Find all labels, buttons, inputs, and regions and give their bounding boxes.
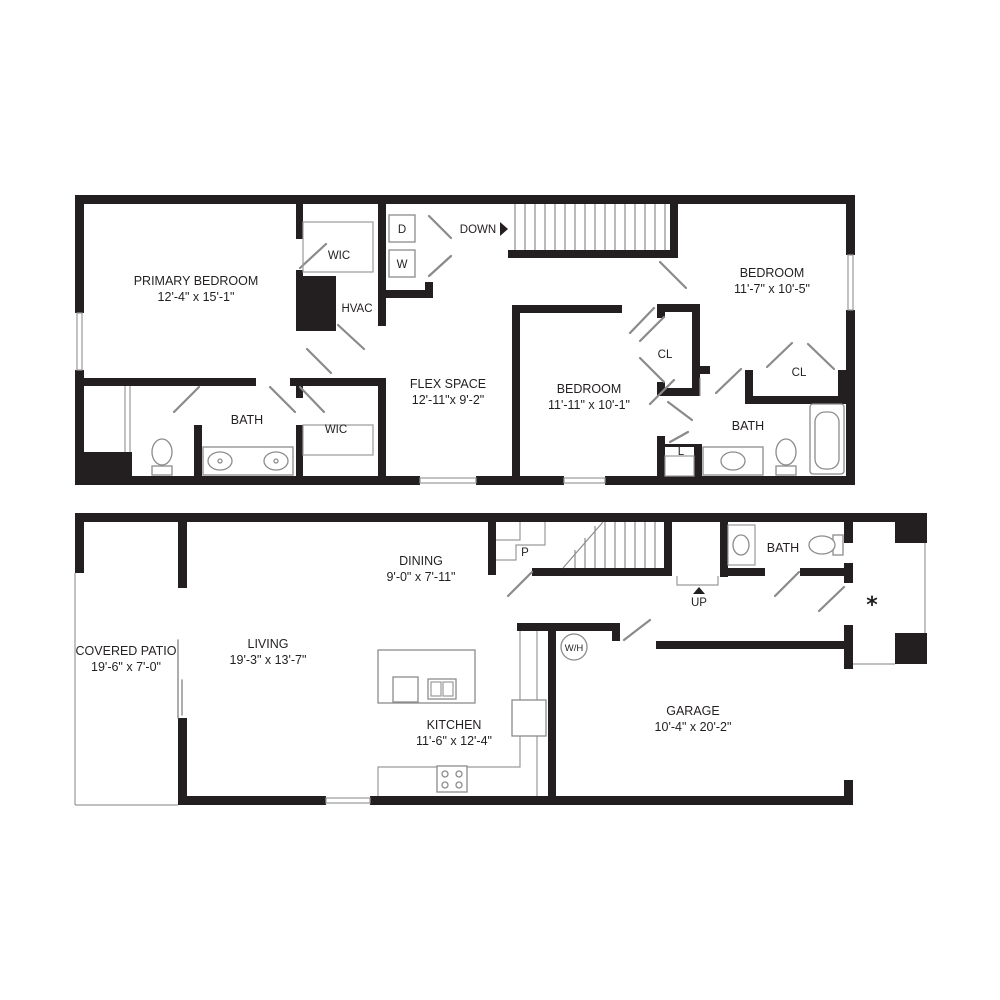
- hvac-label: HVAC: [341, 303, 372, 315]
- pantry-label: P: [521, 547, 529, 559]
- toilet-right-bath: [775, 438, 797, 476]
- water-heater-label: W/H: [565, 643, 584, 654]
- garage-label: GARAGE: [666, 704, 720, 718]
- linen-label: L: [678, 446, 685, 458]
- upper-exterior-walls: [75, 195, 855, 485]
- upper-doors: [172, 214, 836, 444]
- dryer: [388, 214, 416, 243]
- covered-patio-label: COVERED PATIO: [76, 644, 177, 658]
- upper-windows: [76, 254, 854, 484]
- living-label: LIVING: [248, 637, 289, 651]
- bedroom-center-label: BEDROOM: [557, 382, 622, 396]
- wic-upper-label: WIC: [328, 250, 350, 262]
- lower-doors: [177, 570, 846, 719]
- washer-label: W: [397, 259, 408, 271]
- dryer-label: D: [398, 224, 406, 236]
- dining-dims: 9'-0" x 7'-11": [386, 570, 455, 584]
- dining-label: DINING: [399, 554, 443, 568]
- lower-floor: COVERED PATIO 19'-6" x 7'-0" LIVING 19'-…: [74, 513, 927, 806]
- bedroom-center-dims: 11'-11" x 10'-1": [548, 398, 630, 412]
- kitchen-label: KITCHEN: [427, 718, 482, 732]
- cooktop: [436, 765, 468, 793]
- water-heater: [560, 633, 588, 661]
- closet-center-label: CL: [658, 349, 673, 361]
- down-arrow-icon: [500, 222, 508, 236]
- lower-fixtures: [377, 522, 844, 796]
- covered-patio-dims: 19'-6" x 7'-0": [91, 660, 161, 674]
- lower-windows: [74, 543, 926, 806]
- lower-exterior-walls: [75, 513, 927, 805]
- toilet-primary-bath: [151, 438, 173, 476]
- lower-stairs: [562, 521, 719, 594]
- kitchen-dims: 11'-6" x 12'-4": [416, 734, 492, 748]
- closet-right-label: CL: [792, 367, 807, 379]
- wic-lower-label: WIC: [325, 424, 347, 436]
- garage-dims: 10'-4" x 20'-2": [655, 720, 732, 734]
- refrigerator: [511, 699, 547, 737]
- entry-mark: *: [866, 593, 878, 618]
- living-dims: 19'-3" x 13'-7": [230, 653, 307, 667]
- bedroom-right-dims: 11'-7" x 10'-5": [734, 282, 810, 296]
- washer: [388, 249, 416, 278]
- upper-interior-walls: [84, 204, 846, 480]
- upper-stairs: [500, 204, 666, 250]
- lower-bath-label: BATH: [767, 541, 799, 555]
- right-bath-label: BATH: [732, 419, 764, 433]
- lower-interior-walls: [488, 522, 853, 803]
- flex-space-dims: 12'-11"x 9'-2": [412, 393, 484, 407]
- up-label: UP: [691, 597, 707, 609]
- upper-fixtures: [124, 214, 845, 477]
- primary-bath-label: BATH: [231, 413, 263, 427]
- down-label: DOWN: [460, 224, 496, 236]
- upper-floor: PRIMARY BEDROOM 12'-4" x 15'-1" WIC HVAC…: [75, 195, 855, 485]
- bedroom-right-label: BEDROOM: [740, 266, 805, 280]
- primary-bedroom-label: PRIMARY BEDROOM: [134, 274, 259, 288]
- primary-bedroom-dims: 12'-4" x 15'-1": [158, 290, 235, 304]
- upper-labels: PRIMARY BEDROOM 12'-4" x 15'-1" WIC HVAC…: [134, 224, 810, 458]
- flex-space-label: FLEX SPACE: [410, 377, 486, 391]
- toilet-lower-bath: [808, 534, 844, 556]
- up-arrow-icon: [693, 587, 705, 594]
- lower-labels: COVERED PATIO 19'-6" x 7'-0" LIVING 19'-…: [76, 541, 879, 748]
